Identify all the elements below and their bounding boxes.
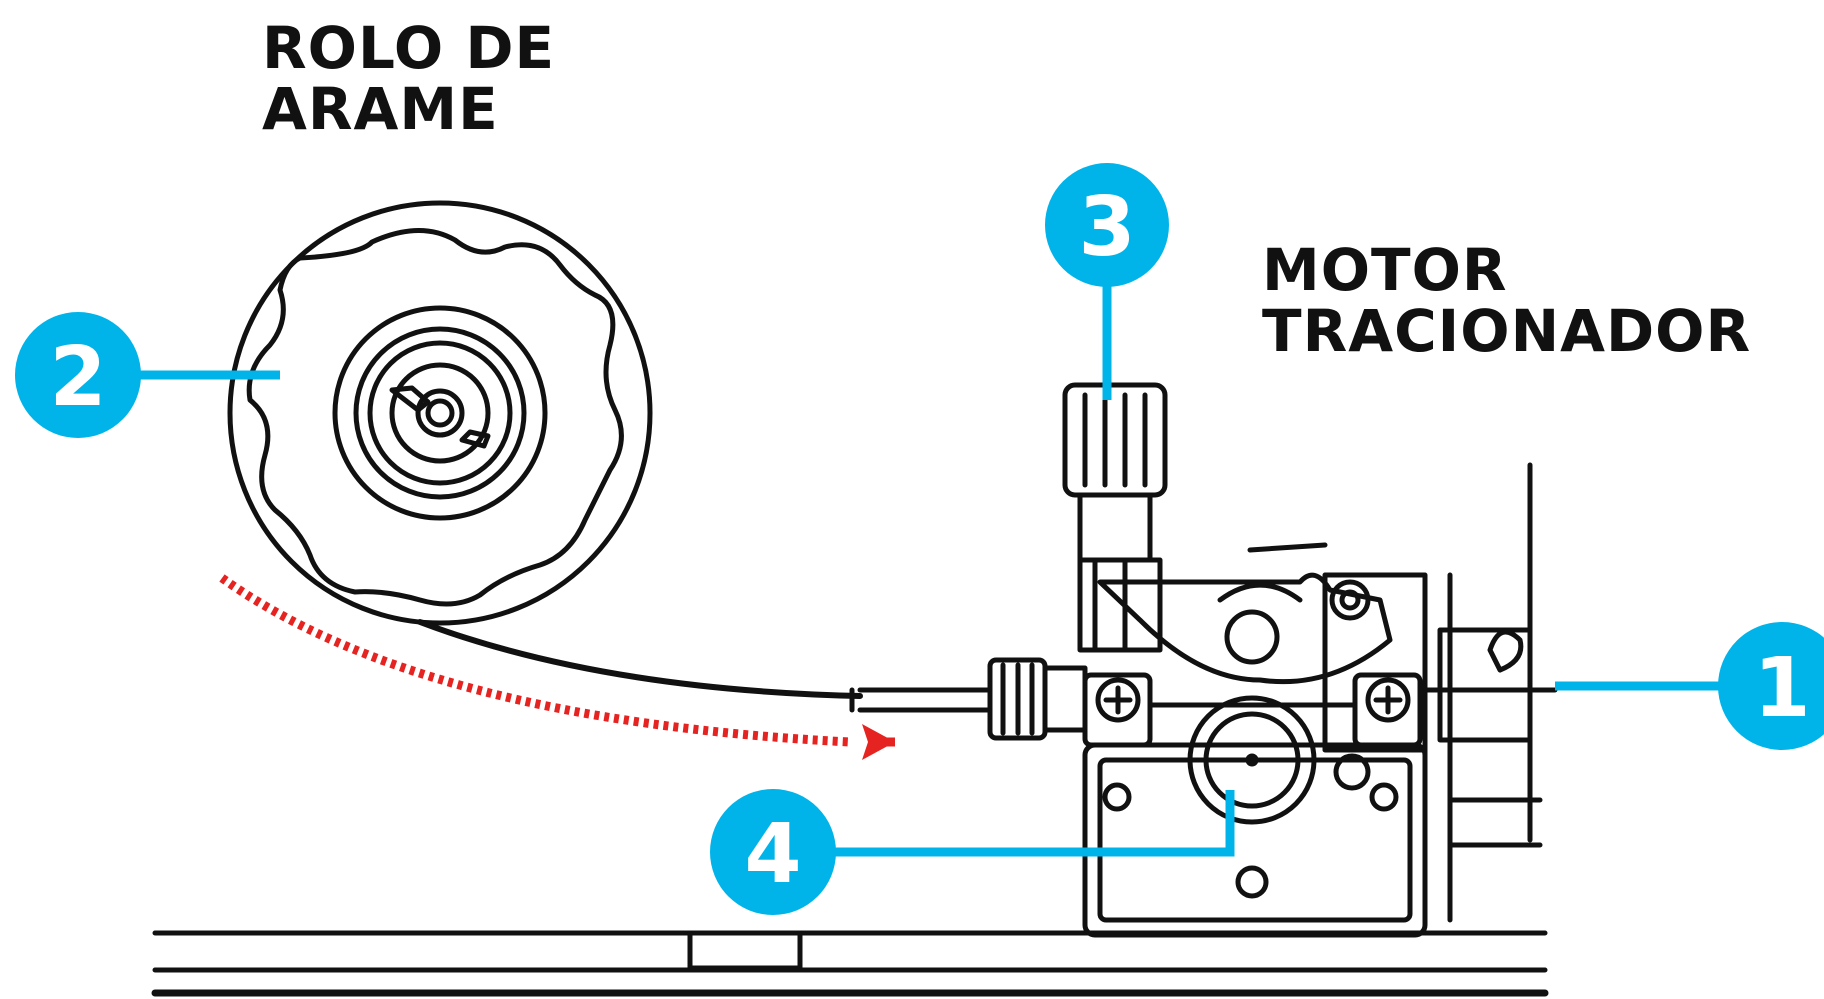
callout-2-number: 2	[49, 330, 106, 425]
tension-knob	[1062, 382, 1168, 653]
feeder-body	[1082, 462, 1543, 938]
callout-4: 4	[710, 789, 836, 915]
callout-3-number: 3	[1078, 180, 1135, 275]
spool-wing-nut	[389, 385, 491, 449]
drive-roller	[1147, 695, 1358, 825]
screw-right	[1352, 672, 1423, 748]
pressure-arm	[1077, 542, 1428, 753]
callout-leaders	[110, 265, 1760, 857]
spool-knurled-flange	[246, 228, 624, 607]
welding-wire	[417, 619, 863, 699]
base-plate	[151, 930, 1549, 997]
callout-4-number: 4	[744, 807, 801, 902]
leader-4	[820, 790, 1235, 857]
callout-3: 3	[1045, 163, 1169, 287]
wire-spool	[227, 200, 653, 626]
wire-direction-arrow	[219, 574, 895, 760]
callout-1-number: 1	[1753, 641, 1810, 736]
motor-label-line1: MOTOR	[1262, 236, 1508, 304]
motor-label: MOTOR TRACIONADOR	[1262, 240, 1751, 362]
wire-roll-label-line2: ARAME	[262, 74, 499, 143]
wire-roll-label: ROLO DE ARAME	[262, 18, 555, 140]
callout-1: 1	[1718, 622, 1824, 750]
motor-label-line2: TRACIONADOR	[1262, 296, 1752, 365]
callout-2: 2	[15, 312, 141, 438]
screw-left	[1082, 672, 1153, 748]
wire-roll-label-line1: ROLO DE	[262, 14, 556, 82]
inlet-guide-nut	[987, 657, 1088, 741]
outlet-fitting	[1422, 629, 1558, 693]
